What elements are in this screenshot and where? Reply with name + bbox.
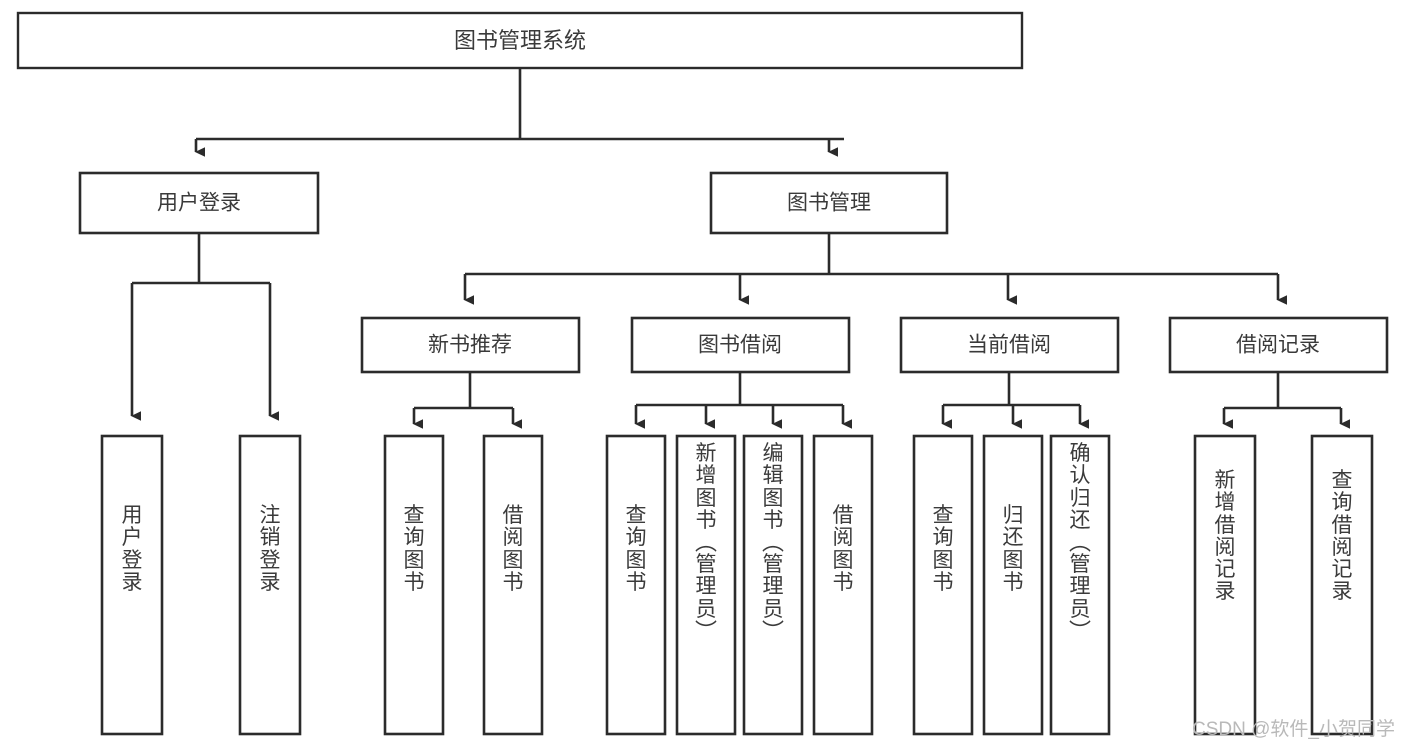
leaf-group-user-login [100,434,302,736]
node-current-borrow[interactable]: 当前借阅 [899,316,1120,374]
leaf-box-currentborrow-query [912,434,974,736]
leaf-group-borrow-record [1193,434,1374,736]
leaf-box-bookborrow-edit [742,434,804,736]
leaf-box-currentborrow-return [982,434,1044,736]
leaf-group-current-borrow [912,434,1111,736]
node-current-borrow-label: 当前借阅 [967,334,1051,357]
leaf-group-new-book-recommend [383,434,544,736]
leaf-box-currentborrow-confirm [1049,434,1111,736]
leaf-box-newbook-borrow [482,434,544,736]
leaf-box-bookborrow-add [675,434,737,736]
leaf-box-bookborrow-borrow [812,434,874,736]
node-borrow-record-label: 借阅记录 [1236,334,1320,357]
node-user-login[interactable]: 用户登录 [78,171,320,235]
edge-group-root-to-level2 [194,68,844,157]
leaf-box-borrowrecord-add [1193,434,1257,736]
node-new-book-recommend[interactable]: 新书推荐 [360,316,581,374]
edge-group-userlogin-to-leaves [130,233,280,421]
edge-group-bookborrow-to-leaves [634,372,853,429]
leaf-box-borrowrecord-query [1310,434,1374,736]
node-root[interactable]: 图书管理系统 [16,11,1024,70]
edge-group-bookmgmt-to-level3 [463,233,1288,305]
edge-group-currentborrow-to-leaves [941,372,1090,429]
node-borrow-record[interactable]: 借阅记录 [1168,316,1389,374]
leaf-box-user-login-logout [238,434,302,736]
watermark-text: CSDN @软件_小贺同学 [1192,719,1395,740]
node-root-label: 图书管理系统 [454,28,586,53]
leaf-group-book-borrow [605,434,874,736]
edge-group-borrowrecord-to-leaves [1222,372,1351,429]
node-user-login-label: 用户登录 [157,192,241,215]
leaf-box-newbook-query [383,434,445,736]
node-book-management-label: 图书管理 [787,192,871,215]
edge-group-newbook-to-leaves [412,372,523,429]
leaf-box-user-login-login [100,434,164,736]
leaf-box-bookborrow-query [605,434,667,736]
node-book-borrow-label: 图书借阅 [698,334,782,357]
node-book-management[interactable]: 图书管理 [709,171,949,235]
node-book-borrow[interactable]: 图书借阅 [630,316,851,374]
node-new-book-recommend-label: 新书推荐 [428,334,512,357]
